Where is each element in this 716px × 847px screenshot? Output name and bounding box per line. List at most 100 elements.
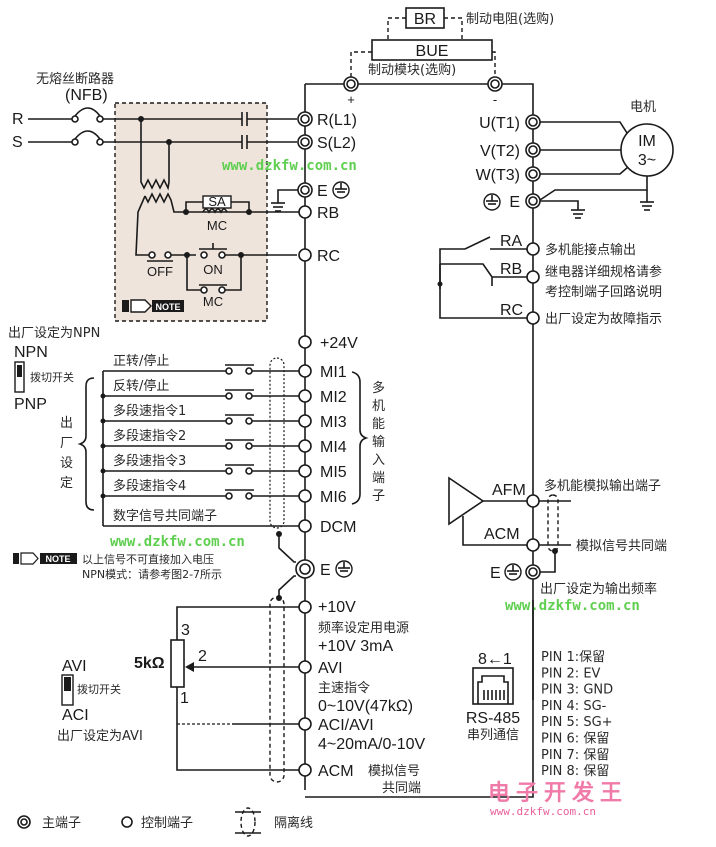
svg-text:设: 设 [60,456,73,471]
svg-text:E: E [490,565,501,582]
control-terminal-rb-box: RB [298,205,339,222]
digital-input-label: 多段速指令2 [113,428,186,444]
analog-output: AFM ACM E 多机能模拟输出端子 模拟信号共同端 出厂设定为输出频率 [448,476,667,597]
rs485-pin-item: PIN 3: GND [541,683,613,698]
svg-text:以上信号不可直接加入电压: 以上信号不可直接加入电压 [82,552,214,566]
main-terminal-v: V(T2) [480,142,541,160]
switch-contact [245,467,253,475]
meter-amplifier-icon [448,476,485,526]
svg-text:主速指令: 主速指令 [318,681,370,696]
svg-text:E: E [317,183,328,200]
rs485-pin-item: PIN 5: SG+ [541,715,613,730]
svg-text:NOTE: NOTE [155,302,180,312]
switch-contact [245,492,253,500]
terminal-e-analog: E [295,559,353,579]
watermark-url-1: www.dzkfw.com.cn [222,158,357,174]
shield-legend-icon [240,807,256,837]
note-badge-2: NOTE 以上信号不可直接加入电压 NPN模式：请参考图2-7所示 [13,552,222,581]
svg-text:频率设定用电源: 频率设定用电源 [318,620,409,636]
potentiometer [170,639,185,688]
digital-input-label: 多段速指令1 [113,403,186,419]
rs485-pin-item: PIN 4: SG- [541,699,607,714]
svg-text:拨切开关: 拨切开关 [77,682,121,696]
breaker-title: 无熔丝断路器 [36,71,114,87]
control-terminal [298,439,312,453]
svg-text:入: 入 [372,453,385,468]
switch-contact [225,367,233,375]
motor-caption: 电机 [630,100,656,115]
svg-text:IM: IM [638,133,656,150]
switch-contact [225,442,233,450]
line-s-label: S [12,134,23,151]
svg-text:多: 多 [372,380,385,396]
minus-label: - [493,92,497,107]
legend: 主端子 控制端子 隔离线 [17,807,313,837]
terminal-label: MI3 [320,414,347,431]
svg-text:端: 端 [372,471,385,486]
terminal-label: MI4 [320,439,347,456]
svg-text:+10V 3mA: +10V 3mA [318,638,393,655]
svg-text:NOTE: NOTE [45,554,70,564]
off-label: OFF [147,264,173,279]
control-terminal [298,364,312,378]
svg-text:RC: RC [317,248,340,265]
switch-contact [245,367,253,375]
watermark-brand: 电子开发王 [488,780,628,806]
svg-text:出: 出 [60,416,73,431]
svg-text:串列通信: 串列通信 [467,728,519,743]
motor: 电机 IM 3~ [539,100,674,219]
svg-text:厂: 厂 [60,436,73,451]
aci-switch-bottom: ACI [62,707,89,724]
main-terminal-r: R(L1) [297,111,357,129]
svg-text:定: 定 [60,476,73,491]
svg-text:模拟信号共同端: 模拟信号共同端 [576,539,667,554]
svg-text:8←1: 8←1 [478,651,512,668]
terminal-aci: ACI/AVI [318,717,374,734]
sa-label: SA [208,194,226,209]
svg-text:0~10V(47kΩ): 0~10V(47kΩ) [318,698,413,715]
svg-text:V(T2): V(T2) [480,143,520,160]
main-terminal-w: W(T3) [476,166,541,184]
terminal-label: MI2 [320,389,347,406]
ground-icon [483,193,501,211]
note-badge-1: NOTE [122,299,184,313]
svg-text:出厂设定为输出频率: 出厂设定为输出频率 [540,581,657,597]
svg-text:继电器详细规格请参: 继电器详细规格请参 [545,264,662,280]
bue-label: BUE [416,43,449,60]
main-terminal-s: S(L2) [297,134,356,152]
line-r-label: R [12,111,24,128]
svg-text:出厂设定为NPN: 出厂设定为NPN [8,326,100,341]
svg-text:U(T1): U(T1) [479,115,520,132]
control-terminal [298,489,312,503]
svg-text:AFM: AFM [492,482,526,499]
switch-contact [225,392,233,400]
svg-text:2: 2 [198,648,207,665]
main-terminal-e2: E [483,193,541,211]
terminal-24v: +24V [320,335,358,352]
watermark-url-3: www.dzkfw.com.cn [505,598,640,614]
rs485-pin-item: PIN 8: 保留 [541,764,609,779]
bue-box [371,39,493,61]
svg-text:RB: RB [317,205,339,222]
terminal-label: MI6 [320,489,347,506]
svg-text:RS-485: RS-485 [466,710,520,727]
terminal-avi: AVI [318,660,343,677]
pot-value: 5kΩ [134,655,165,672]
rs485-pin-item: PIN 7: 保留 [541,748,609,763]
mc-contact-label: MC [203,294,223,309]
rs485-pin-item: PIN 2: EV [541,666,601,681]
terminal-10v: +10V [318,599,356,616]
control-terminal-legend-icon [121,816,133,828]
svg-text:1: 1 [180,690,189,707]
plus-label: + [347,92,355,107]
switch-contact [245,442,253,450]
legend-main-terminal: 主端子 [42,816,81,831]
rs485-pin-item: PIN 6: 保留 [541,732,609,747]
switch-contact [225,417,233,425]
mc-coil-label: MC [207,218,227,233]
